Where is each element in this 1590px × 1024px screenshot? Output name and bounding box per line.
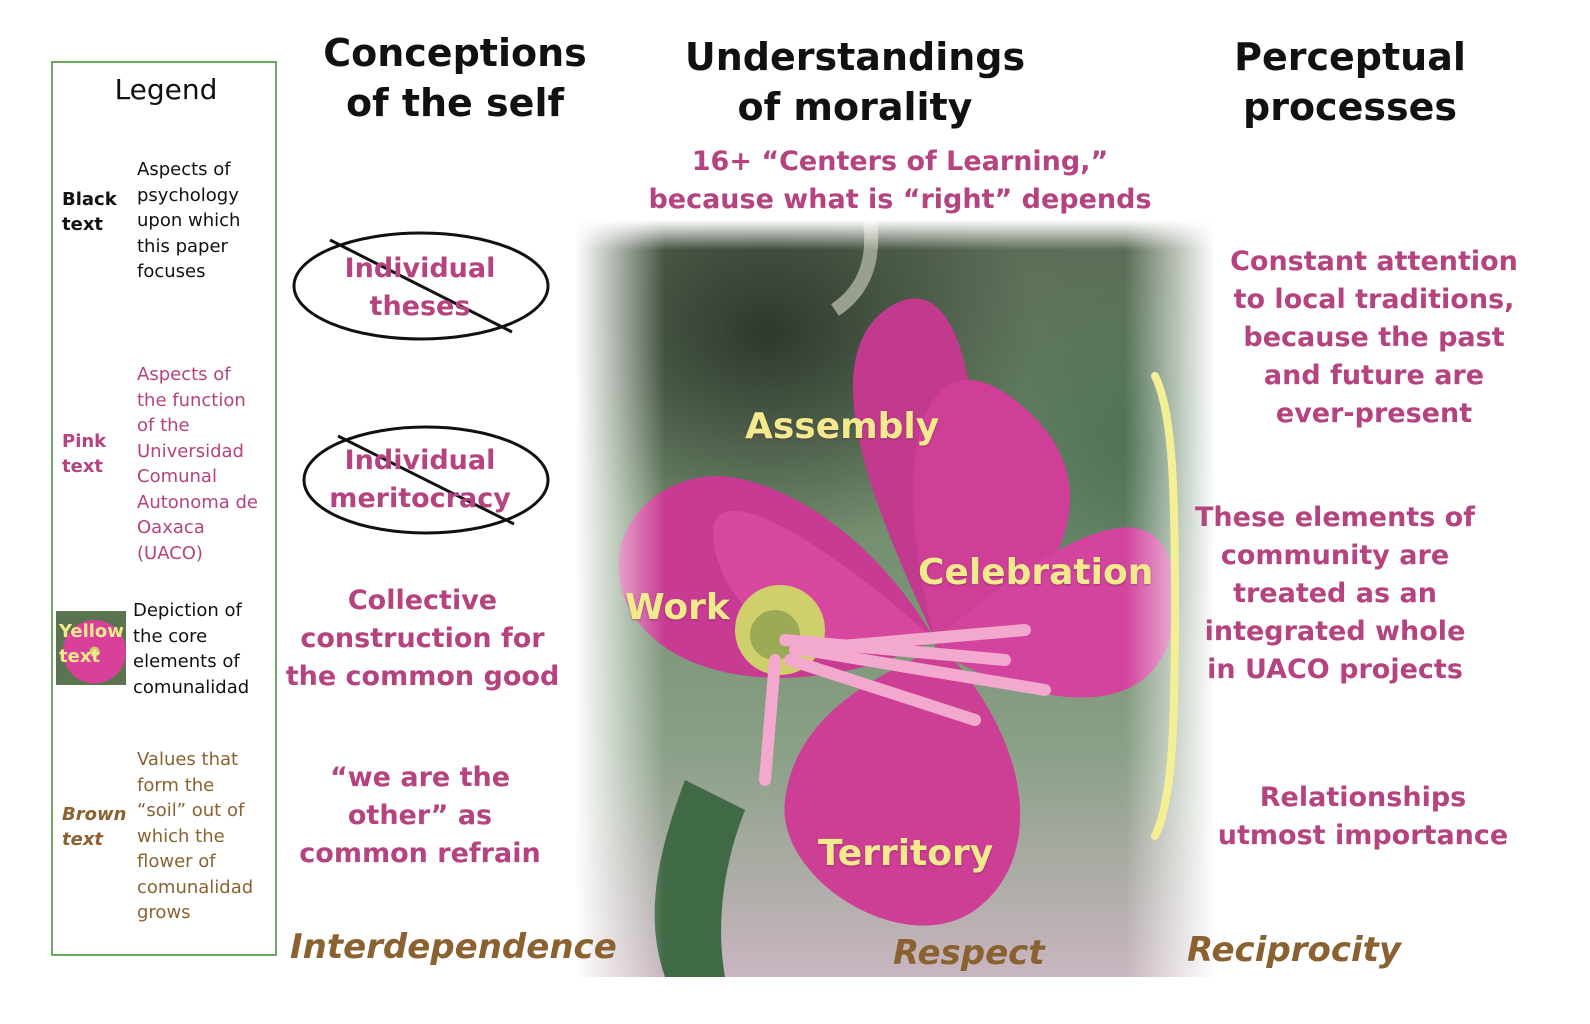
core-element-work: Work — [625, 587, 730, 628]
flower-thumbnail-icon: Yellow text — [56, 611, 126, 685]
centers-of-learning-note: 16+ “Centers of Learning,” because what … — [648, 146, 1152, 253]
legend-box: Legend Black text Aspects of psychology … — [51, 61, 277, 956]
crossed-out-ellipse-1 — [292, 231, 550, 341]
photo-fade-right — [1125, 220, 1215, 977]
legend-key-pink: Pink text — [62, 431, 107, 477]
relationships-text: Relationships utmost importance — [1217, 782, 1509, 851]
legend-desc-pink: Aspects of the function of the Universid… — [137, 364, 258, 564]
legend-desc-brown: Values that form the “soil” out of which… — [137, 749, 254, 923]
photo-fade-top — [575, 220, 1215, 250]
legend-key-black: Black text — [62, 189, 117, 235]
legend-key-brown: Brown text — [62, 804, 127, 850]
legend-desc-yellow: Depiction of the core elements of comuna… — [133, 600, 250, 698]
value-reciprocity: Reciprocity — [1187, 930, 1402, 970]
value-interdependence: Interdependence — [290, 927, 617, 967]
we-are-the-other-text: “we are the other” as common refrain — [299, 762, 541, 869]
bracket-icon — [1151, 372, 1180, 840]
photo-fade-left — [575, 220, 665, 977]
header-understandings-of-morality: Understandings of morality — [684, 35, 1026, 129]
individual-meritocracy-text: Individual meritocracy — [329, 445, 511, 514]
collective-construction-text: Collective construction for the common g… — [285, 585, 560, 692]
crossed-out-ellipse-2 — [302, 425, 550, 535]
integrated-whole-text: These elements of community are treated … — [1195, 502, 1475, 685]
core-element-celebration: Celebration — [918, 552, 1154, 593]
value-respect: Respect — [893, 933, 1045, 973]
flower-icon — [618, 220, 1175, 977]
flower-photo — [575, 220, 1215, 977]
legend-key-yellow: Yellow text — [59, 621, 124, 667]
legend-desc-black: Aspects of psychology upon which this pa… — [137, 159, 241, 282]
local-traditions-text: Constant attention to local traditions, … — [1230, 246, 1518, 429]
header-conceptions-of-self: Conceptions of the self — [323, 31, 587, 125]
core-element-territory: Territory — [818, 833, 994, 874]
individual-theses-text: Individual theses — [344, 253, 496, 322]
header-perceptual-processes: Perceptual processes — [1234, 35, 1466, 129]
legend-title: Legend — [114, 73, 218, 106]
core-element-assembly: Assembly — [745, 406, 940, 447]
